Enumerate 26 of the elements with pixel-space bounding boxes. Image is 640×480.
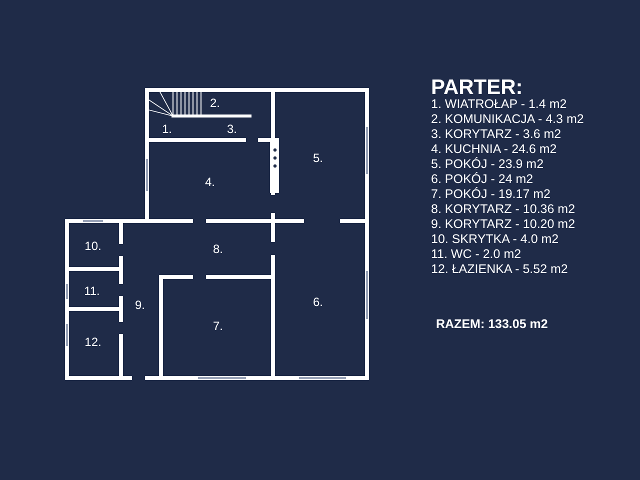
room-number: 8. <box>213 243 223 255</box>
room-area-entry: 1. WIATROŁAP - 1.4 m2 <box>431 98 567 110</box>
room-area-entry: 12. ŁAZIENKA - 5.52 m2 <box>431 263 568 276</box>
room-number: 3. <box>227 123 237 135</box>
room-number: 12. <box>84 336 102 348</box>
room-area-entry: 4. KUCHNIA - 24.6 m2 <box>431 143 557 156</box>
room-number: 7. <box>213 320 223 332</box>
room-area-entry: 7. POKÓJ - 19.17 m2 <box>431 188 550 200</box>
room-area-entry: 8. KORYTARZ - 10.36 m2 <box>431 203 576 216</box>
room-number: 10. <box>84 240 102 252</box>
room-number: 6. <box>313 296 323 308</box>
room-number: 4. <box>205 176 215 188</box>
room-area-entry: 9. KORYTARZ - 10.20 m2 <box>431 218 576 230</box>
room-area-entry: 5. POKÓJ - 23.9 m2 <box>431 158 544 170</box>
room-number: 5. <box>313 152 323 164</box>
room-area-entry: 3. KORYTARZ - 3.6 m2 <box>431 128 562 140</box>
room-number: 9. <box>135 299 145 311</box>
total-area-text: RAZEM: 133.05 m2 <box>436 318 548 330</box>
room-number: 2. <box>210 97 220 109</box>
room-number: 11. <box>84 285 100 297</box>
room-area-entry: 10. SKRYTKA - 4.0 m2 <box>431 233 559 246</box>
room-area-entry: 6. POKÓJ - 24 m2 <box>431 173 534 186</box>
room-area-entry: 2. KOMUNIKACJA - 4.3 m2 <box>431 113 584 126</box>
plan-heading: PARTER: <box>431 77 523 98</box>
room-area-entry: 11. WC - 2.0 m2 <box>431 248 522 260</box>
room-number: 1. <box>162 123 172 135</box>
